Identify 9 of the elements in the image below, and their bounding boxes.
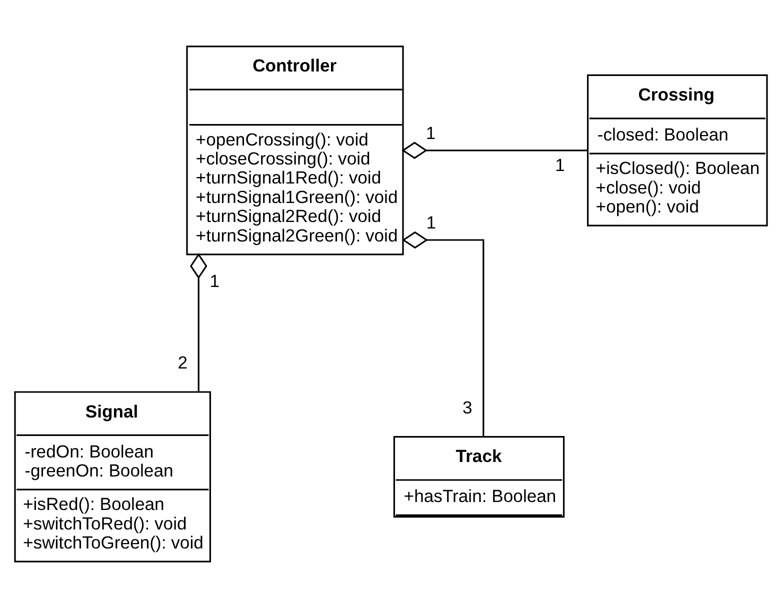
label: 1 — [426, 212, 436, 232]
label: 1 — [210, 270, 220, 291]
label: 1 — [426, 122, 436, 143]
connector — [402, 142, 588, 160]
label: 2 — [178, 352, 188, 372]
label: 3 — [462, 397, 472, 418]
connector — [190, 253, 208, 392]
label: 1 — [555, 154, 565, 175]
connector — [402, 231, 484, 437]
